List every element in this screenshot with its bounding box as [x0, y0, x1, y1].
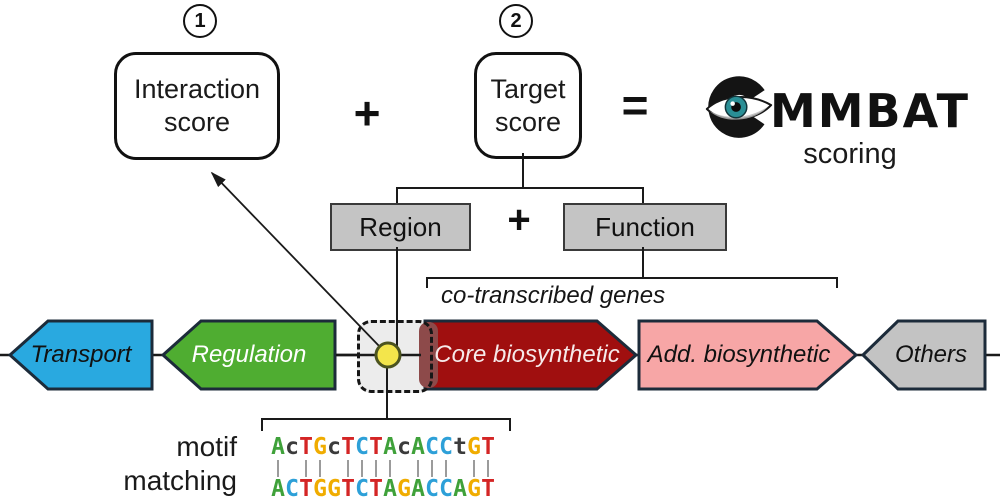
step-2-number: 2	[510, 9, 522, 32]
nucleotide: A	[383, 434, 397, 460]
match-tick	[425, 460, 439, 477]
motif-label-line1: motif	[176, 431, 237, 462]
nucleotide: G	[327, 476, 341, 500]
match-tick	[341, 460, 355, 477]
nucleotide: C	[439, 476, 453, 500]
logo-c-ring	[708, 76, 770, 138]
nucleotide: T	[299, 434, 313, 460]
nucleotide: A	[271, 476, 285, 500]
nucleotide: A	[411, 476, 425, 500]
promoter-dashed-box	[357, 320, 433, 393]
function-label: Function	[595, 211, 695, 242]
step-1-number: 1	[194, 9, 206, 32]
nucleotide: T	[341, 434, 355, 460]
target-score-line2: score	[494, 106, 562, 137]
nucleotide: T	[369, 434, 383, 460]
region-label: Region	[359, 211, 442, 242]
match-tick	[299, 460, 313, 477]
eye-shade	[709, 106, 769, 120]
match-tick	[481, 460, 495, 477]
gene-label-others: Others	[894, 341, 968, 368]
match-gap	[397, 460, 411, 477]
match-tick	[439, 460, 453, 477]
nucleotide: T	[299, 476, 313, 500]
match-tick	[355, 460, 369, 477]
nucleotide: G	[313, 476, 327, 500]
match-tick	[271, 460, 285, 477]
nucleotide: C	[439, 434, 453, 460]
eye-highlight	[730, 101, 735, 106]
nucleotide: G	[467, 476, 481, 500]
match-gap	[285, 460, 299, 477]
nucleotide: C	[285, 476, 299, 500]
plus-operator-mid: +	[507, 198, 531, 242]
match-tick	[467, 460, 481, 477]
promoter-to-interaction-arrow	[210, 171, 382, 349]
logo-c-eye-icon	[705, 76, 773, 138]
match-tick	[369, 460, 383, 477]
gene-label-transport: Transport	[30, 341, 132, 368]
equals-operator: =	[621, 79, 649, 131]
target-score-box: Target score	[474, 52, 582, 159]
match-gap	[327, 460, 341, 477]
nucleotide: c	[327, 434, 341, 460]
step-badge-1: 1	[183, 4, 217, 38]
nucleotide: G	[313, 434, 327, 460]
gene-label-regulation: Regulation	[191, 341, 307, 368]
gene-label-add-biosynthetic: Add. biosynthetic	[647, 341, 831, 368]
nucleotide: T	[481, 434, 495, 460]
co-transcribed-label: co-transcribed genes	[441, 282, 666, 309]
match-ticks	[271, 460, 495, 477]
nucleotide: A	[411, 434, 425, 460]
logo-subtitle: scoring	[803, 138, 897, 170]
nucleotide: G	[397, 476, 411, 500]
nucleotide: T	[481, 476, 495, 500]
nucleotide: A	[271, 434, 285, 460]
match-gap	[453, 460, 467, 477]
motif-bracket	[261, 418, 511, 431]
gene-label-core-biosynthetic: Core biosynthetic	[434, 341, 620, 368]
nucleotide: T	[369, 476, 383, 500]
interaction-score-line1: Interaction	[133, 74, 261, 104]
nucleotide: G	[467, 434, 481, 460]
interaction-score-box: Interaction score	[114, 52, 280, 160]
function-box: Function	[563, 203, 727, 251]
match-tick	[411, 460, 425, 477]
nucleotide: C	[355, 476, 369, 500]
interaction-score-line2: score	[163, 107, 231, 137]
nucleotide: c	[397, 434, 411, 460]
region-box: Region	[330, 203, 471, 251]
logo-wordmark: MMBAT	[770, 84, 971, 138]
nucleotide: c	[285, 434, 299, 460]
nucleotide: C	[425, 476, 439, 500]
nucleotide: C	[425, 434, 439, 460]
motif-matching-label: motif matching	[100, 430, 237, 498]
motif-label-line2: matching	[123, 465, 237, 496]
nucleotide: t	[453, 434, 467, 460]
nucleotide: A	[453, 476, 467, 500]
nucleotide: A	[383, 476, 397, 500]
plus-operator-top: +	[353, 87, 381, 139]
match-tick	[313, 460, 327, 477]
step-badge-2: 2	[499, 4, 533, 38]
match-tick	[383, 460, 397, 477]
target-score-line1: Target	[490, 73, 566, 104]
nucleotide: C	[355, 434, 369, 460]
nucleotide: T	[341, 476, 355, 500]
